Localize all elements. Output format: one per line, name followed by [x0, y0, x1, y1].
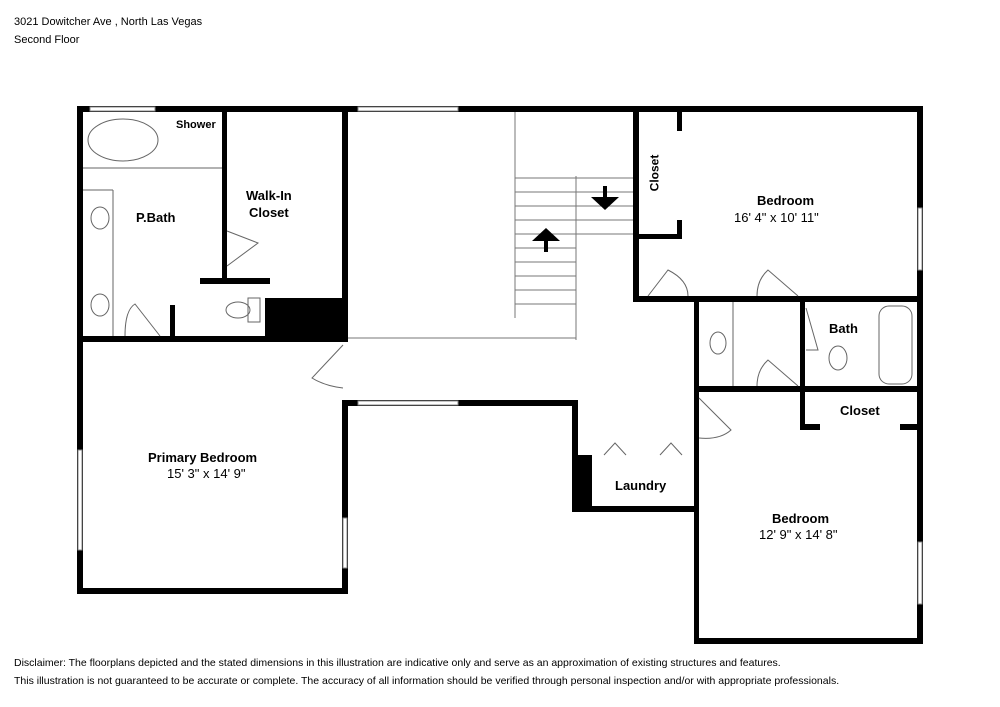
- room-label-bedroom-top: Bedroom: [757, 193, 815, 208]
- fixtures: [83, 118, 913, 456]
- room-label-bath: Bath: [829, 321, 858, 336]
- room-label-laundry: Laundry: [615, 478, 667, 493]
- property-address: 3021 Dowitcher Ave , North Las Vegas: [14, 16, 203, 28]
- room-label-pbath: P.Bath: [136, 210, 176, 225]
- stair-arrows: [532, 186, 619, 252]
- walls: [77, 106, 923, 644]
- floor-label: Second Floor: [14, 34, 80, 46]
- room-label-closet-right: Closet: [840, 403, 880, 418]
- room-label-closet-top: Closet: [647, 154, 662, 192]
- room-label-bedroom-bottom: Bedroom: [772, 511, 830, 526]
- disclaimer-line-1: Disclaimer: The floorplans depicted and …: [14, 657, 781, 669]
- disclaimer-line-2: This illustration is not guaranteed to b…: [14, 675, 840, 687]
- room-label-shower: Shower: [176, 119, 216, 131]
- arrow-down-icon: [591, 197, 619, 210]
- room-dims-bedroom-top: 16' 4" x 10' 11": [734, 210, 819, 225]
- windows: [77, 106, 923, 605]
- room-label-walkin: Walk-In Closet: [246, 188, 292, 220]
- room-dims-primary-bedroom: 15' 3" x 14' 9": [167, 466, 246, 481]
- arrow-up-icon: [532, 228, 560, 241]
- stairs: [348, 112, 633, 340]
- room-dims-bedroom-bottom: 12' 9" x 14' 8": [759, 527, 838, 542]
- room-label-primary-bedroom: Primary Bedroom: [148, 450, 258, 465]
